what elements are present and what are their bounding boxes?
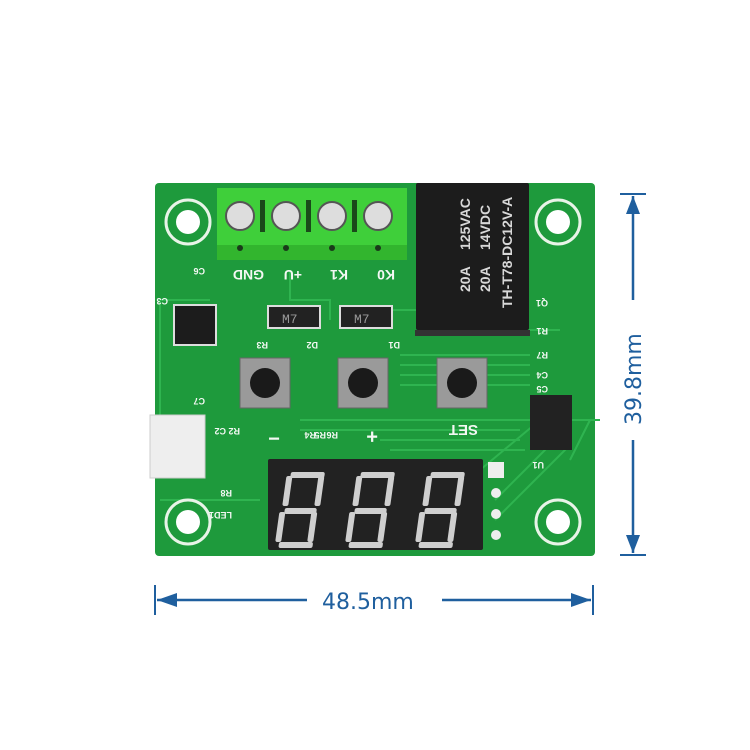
set-label: SET	[449, 421, 478, 438]
component-label-r2: R2	[228, 426, 240, 436]
component-label-r4: R4	[304, 430, 316, 440]
seven-segment-display	[268, 459, 504, 550]
width-dimension: 48.5mm	[154, 585, 594, 615]
component-label-r7: R7	[536, 350, 548, 360]
relay: 125VAC 14VDC 20A 20A TH-T78-DC12V-A	[415, 183, 530, 336]
display-segment	[447, 512, 458, 542]
component-label-u1: U1	[532, 460, 544, 470]
terminal-label-plus-u: +U	[284, 267, 302, 283]
width-label: 48.5mm	[322, 590, 414, 615]
component-label-c5: C5	[536, 384, 548, 394]
sensor-connector	[149, 414, 206, 479]
component-label-r8: R8	[220, 488, 232, 498]
diodes: M7 M7	[267, 305, 393, 329]
component-label-r6: R6	[326, 430, 338, 440]
display-segment	[282, 476, 293, 506]
display-segment	[384, 476, 395, 506]
component-label-c3: C3	[156, 296, 168, 306]
component-label-d1: D1	[388, 340, 400, 350]
button-plus[interactable]	[337, 357, 389, 409]
component-label-r1: R1	[536, 326, 548, 336]
height-label: 39.8mm	[622, 333, 647, 425]
display-segment	[360, 472, 395, 478]
component-label-q1: Q1	[536, 298, 548, 308]
display-segment	[354, 508, 387, 514]
terminal-label-gnd: GND	[233, 267, 264, 283]
display-segment	[424, 508, 457, 514]
relay-text-20a-2: 20A	[477, 266, 493, 292]
display-segment	[418, 542, 453, 548]
voltage-regulator	[173, 304, 217, 346]
relay-text-14vdc: 14VDC	[477, 205, 493, 250]
component-label-c4: C4	[536, 370, 548, 380]
component-label-led1: LED1	[209, 510, 232, 520]
height-dimension: 39.8mm	[620, 193, 647, 556]
component-label-c6: C6	[193, 266, 205, 276]
terminal-label-k1: K1	[330, 267, 348, 283]
relay-text-20a-1: 20A	[457, 266, 473, 292]
mounting-holes	[164, 198, 582, 546]
terminal-block	[217, 188, 407, 260]
display-digit	[275, 472, 325, 548]
button-minus[interactable]	[239, 357, 291, 409]
diode-marking-d2: M7	[282, 312, 298, 327]
component-label-c2: C2	[214, 426, 226, 436]
display-segment	[278, 542, 313, 548]
display-segment	[348, 542, 383, 548]
push-buttons	[239, 357, 488, 409]
display-segment	[454, 476, 465, 506]
display-digit	[415, 472, 465, 548]
display-segment	[422, 476, 433, 506]
component-label-r5: R5	[314, 430, 326, 440]
display-segment	[307, 512, 318, 542]
microcontroller-chip	[530, 395, 572, 450]
component-label-c7: C7	[193, 396, 205, 406]
display-segment	[314, 476, 325, 506]
display-segment	[290, 472, 325, 478]
display-segment	[415, 512, 426, 542]
terminal-label-k0: K0	[377, 267, 395, 283]
component-label-r3: R3	[256, 340, 268, 350]
relay-model: TH-T78-DC12V-A	[499, 197, 515, 308]
button-set[interactable]	[436, 357, 488, 409]
display-segment	[284, 508, 317, 514]
display-digit	[345, 472, 395, 548]
minus-label: −	[268, 427, 280, 449]
display-segment	[352, 476, 363, 506]
display-segment	[430, 472, 465, 478]
relay-text-125vac: 125VAC	[457, 198, 473, 250]
display-segment	[275, 512, 286, 542]
display-segment	[345, 512, 356, 542]
plus-label: +	[366, 425, 378, 447]
component-label-d2: D2	[306, 340, 318, 350]
display-segment	[377, 512, 388, 542]
diode-marking-d1: M7	[354, 312, 370, 327]
